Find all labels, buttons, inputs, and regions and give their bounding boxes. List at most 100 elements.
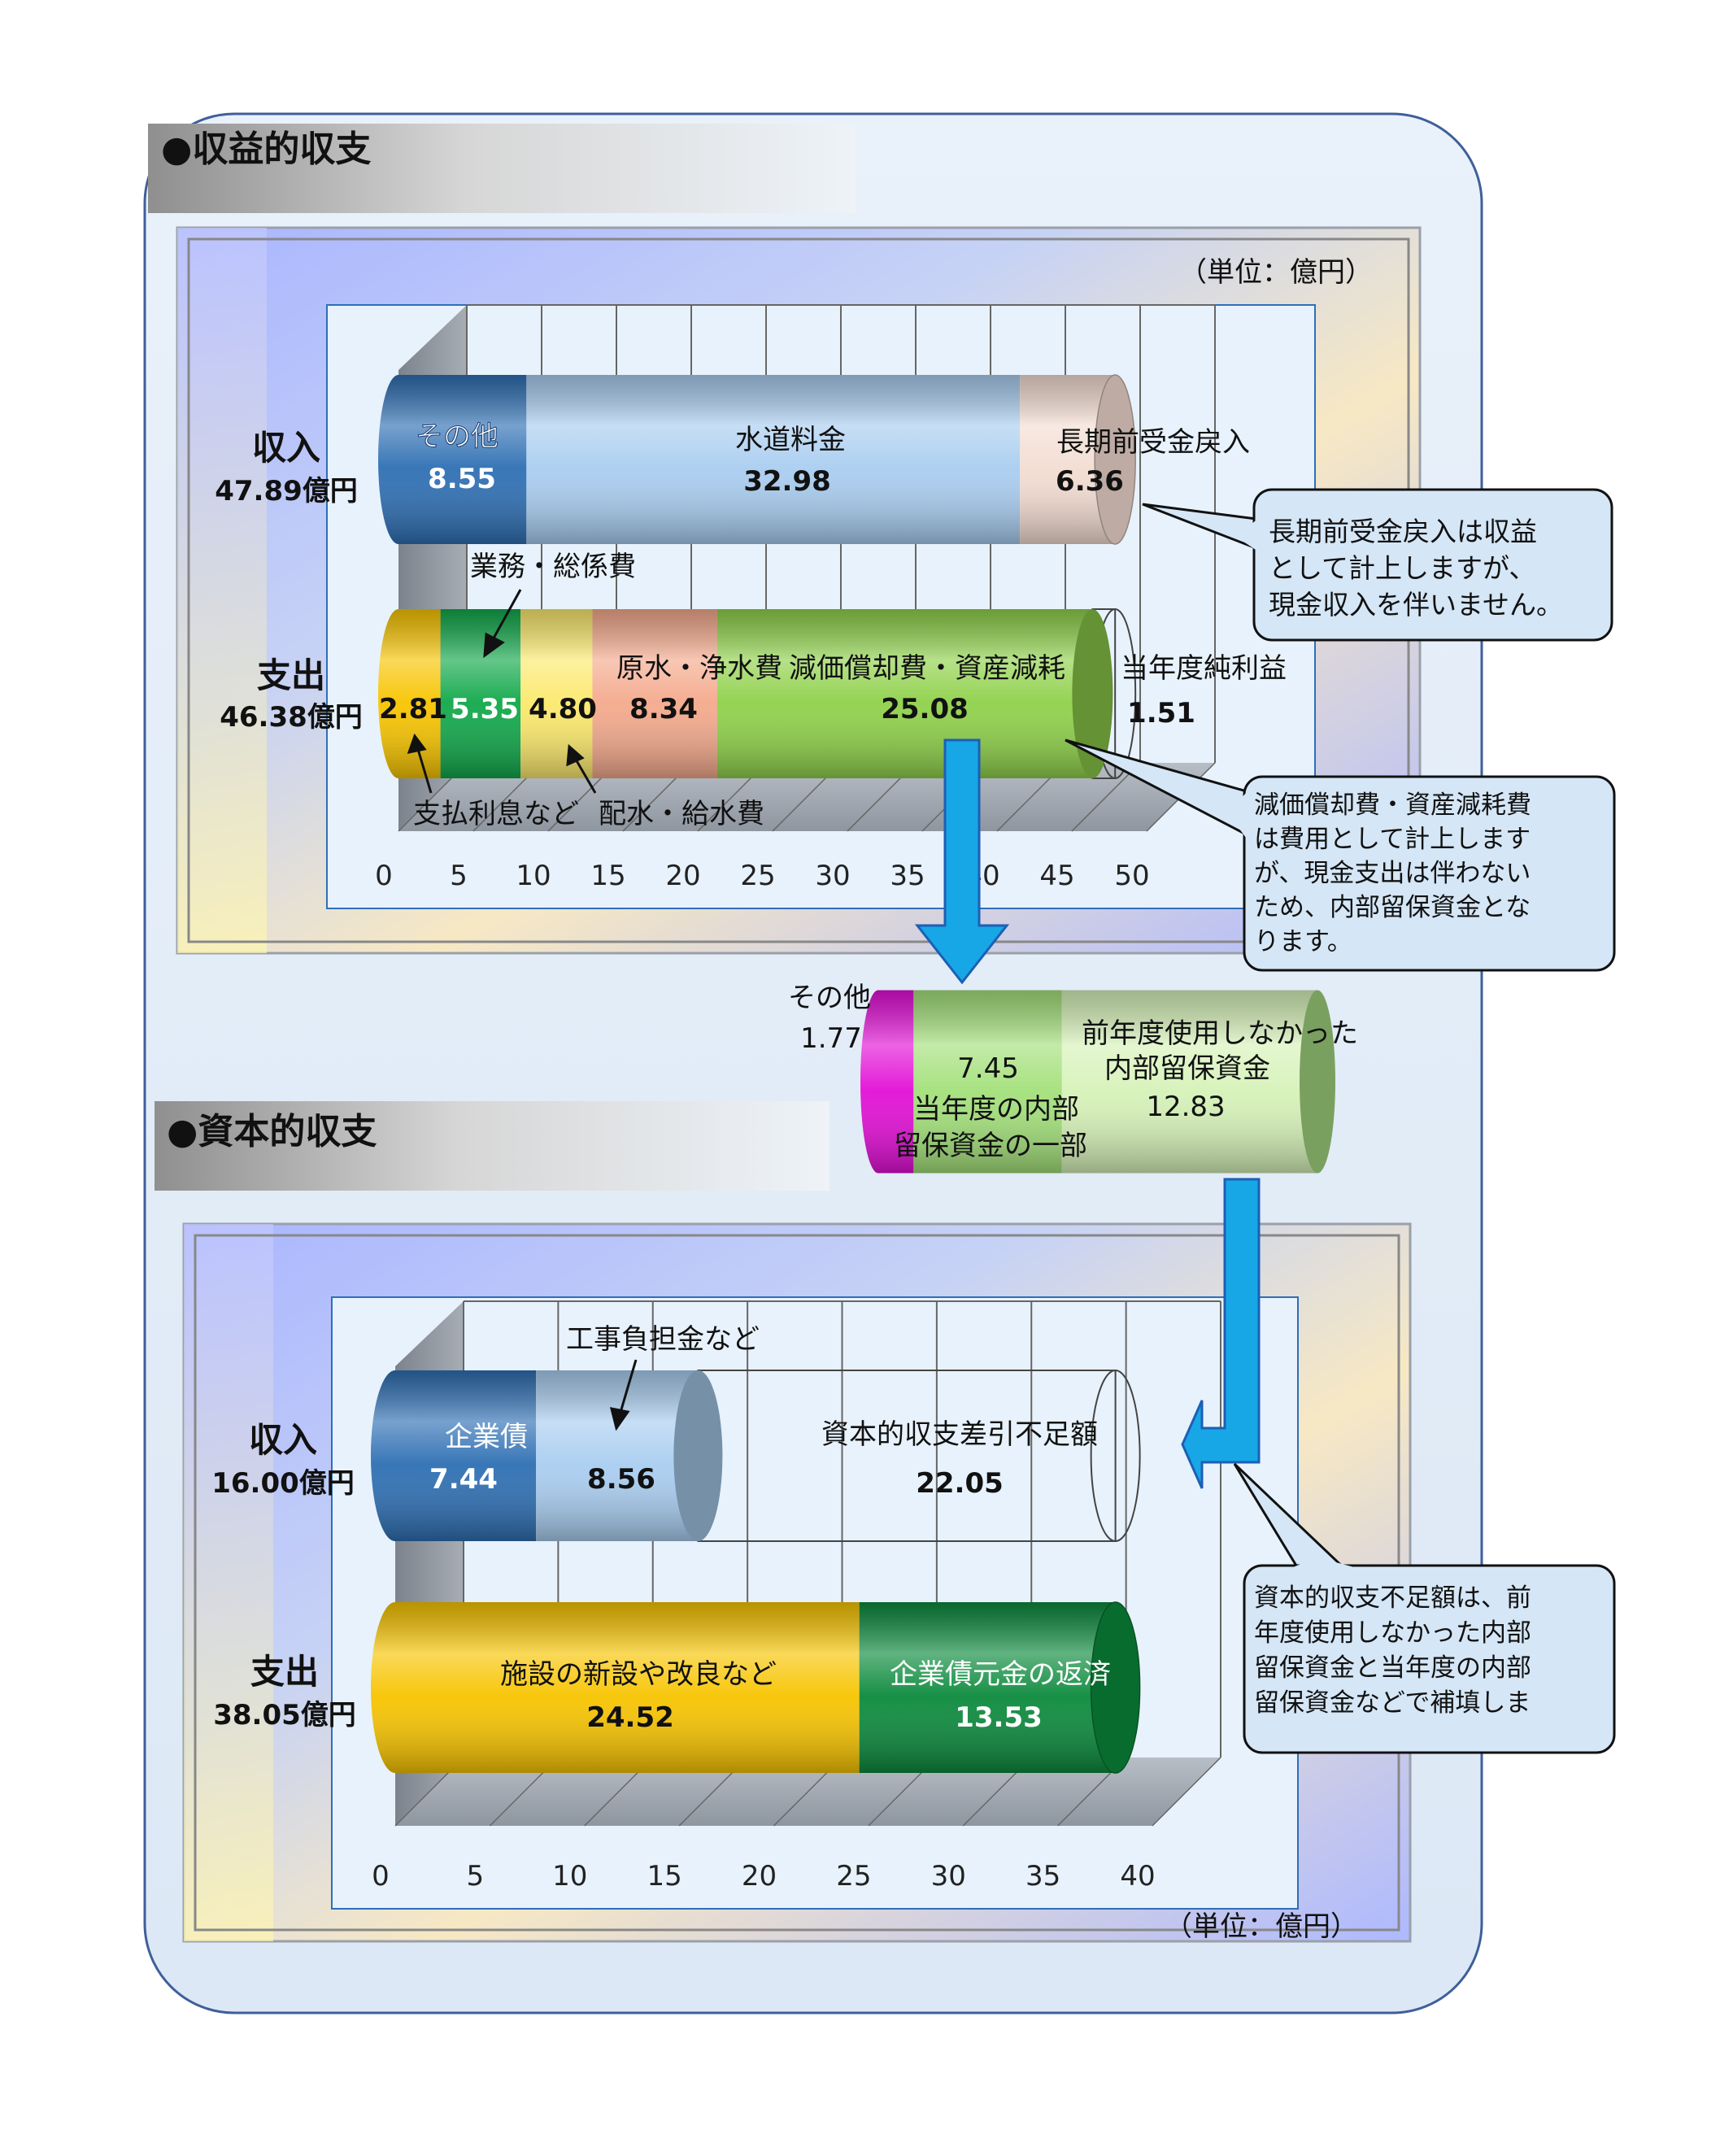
c2-tick-4: 20: [742, 1860, 777, 1892]
label-junrieki-value: 1.51: [1127, 697, 1195, 730]
c2-segment-labels: 企業債 7.44 工事負担金など 8.56 資本的収支差引不足額 22.05 施…: [429, 1323, 1111, 1734]
callout1-line1: 長期前受金戻入は収益: [1269, 516, 1537, 547]
reserve-other-value: 1.77: [800, 1022, 862, 1055]
reserve-labels: その他 1.77 7.45 当年度の内部 留保資金の一部 前年度使用しなかった …: [788, 982, 1358, 1162]
reserve-cap: [1300, 990, 1335, 1174]
reserve-seg-2: [1061, 990, 1317, 1174]
label-genka-name: 減価償却費・資産減耗: [789, 652, 1065, 685]
c1-tick-1: 5: [450, 860, 468, 892]
reserve-current-name: 当年度の内部: [913, 1093, 1079, 1126]
label-gensui-name: 原水・浄水費: [616, 652, 782, 685]
callout1-line2: として計上しますが、: [1269, 552, 1535, 584]
c1-tick-2: 10: [516, 860, 551, 892]
c1-tick-0: 0: [375, 860, 393, 892]
arrow-shiharai-head: [407, 733, 427, 755]
c2-bar-0-0: [371, 1370, 537, 1541]
c2-cat-expense-total: 38.05億円: [213, 1699, 356, 1731]
c2-tick-2: 10: [552, 1860, 587, 1892]
c1-bar-1-cap: [1072, 609, 1113, 778]
callout-depreciation: 減価償却費・資産減耗費 は費用として計上します が、現金支出は伴わない ため、内…: [1065, 738, 1616, 972]
label-sonota-name: その他: [416, 420, 499, 453]
flow-arrow-down[interactable]: [914, 738, 1010, 985]
c2-bar-0-cap: [673, 1370, 723, 1541]
label-kigyosai-value: 7.44: [429, 1463, 498, 1496]
callout3-line3: 留保資金と当年度の内部: [1254, 1653, 1531, 1683]
label-shisetsu-value: 24.52: [586, 1701, 674, 1734]
capital-title: ●資本的収支: [167, 1111, 377, 1152]
callout1-line3: 現金収入を伴いません。: [1269, 589, 1563, 621]
c1-cat-expense-total: 46.38億円: [220, 701, 363, 734]
arrow-koji: [618, 1359, 638, 1416]
flow-arrow-to-deficit[interactable]: [1181, 1178, 1261, 1489]
c1-bar-1-1: [440, 609, 521, 778]
label-genka-value: 25.08: [881, 693, 969, 725]
label-choki-name: 長期前受金戻入: [1056, 426, 1250, 459]
callout2-line3: が、現金支出は伴わない: [1254, 859, 1531, 888]
arrow-gyomu: [490, 589, 522, 643]
unit-label-top: （単位：億円）: [1179, 256, 1373, 289]
label-haisui-value: 4.80: [529, 693, 597, 725]
c2-tick-0: 0: [372, 1860, 390, 1892]
c1-bar-1-3: [592, 609, 717, 778]
c1-bar-1-2: [520, 609, 593, 778]
label-haisui-name: 配水・給水費: [599, 798, 764, 830]
reserve-previous-name2: 内部留保資金: [1104, 1052, 1270, 1085]
arrow-haisui: [573, 757, 597, 794]
capital-title-bar: [155, 1101, 830, 1191]
label-gyomu-value: 5.35: [451, 693, 519, 725]
c2-cat-expense-label: 支出: [250, 1652, 319, 1692]
callout2-line2: は費用として計上します: [1254, 825, 1531, 854]
reserve-seg-1: [913, 990, 1062, 1174]
callout2-line1: 減価償却費・資産減耗費: [1254, 791, 1531, 820]
label-henzai-value: 13.53: [955, 1701, 1043, 1734]
c1-tick-5: 25: [740, 860, 775, 892]
c1-tick-7: 35: [890, 860, 925, 892]
c2-tick-1: 5: [467, 1860, 485, 1892]
c1-cat-income-label: 収入: [252, 428, 320, 468]
callout2-line5: ります。: [1254, 927, 1352, 956]
callout3-line4: 留保資金などで補填しま: [1254, 1688, 1531, 1718]
c2-tick-6: 30: [931, 1860, 966, 1892]
callout3-line2: 年度使用しなかった内部: [1254, 1618, 1531, 1648]
label-gyomu-name: 業務・総係費: [470, 551, 636, 583]
c2-tick-5: 25: [836, 1860, 871, 1892]
c2-bar-1-1: [859, 1601, 1141, 1774]
label-henzai-name: 企業債元金の返済: [890, 1658, 1111, 1691]
label-kigyosai-name: 企業債: [445, 1421, 528, 1453]
label-suido-value: 32.98: [743, 465, 831, 498]
c2-tick-3: 15: [647, 1860, 681, 1892]
arrow-koji-head: [609, 1407, 630, 1431]
c1-bar-0-2: [1020, 374, 1136, 545]
callout-long-term: 長期前受金戻入は収益 として計上しますが、 現金収入を伴いません。: [1142, 488, 1613, 642]
label-suido-name: 水道料金: [735, 424, 846, 456]
callout2-line4: ため、内部留保資金とな: [1254, 893, 1531, 922]
reserve-cylinder: [860, 990, 1335, 1174]
label-shiharai-value: 2.81: [379, 693, 447, 725]
c2-cat-income-total: 16.00億円: [211, 1467, 355, 1500]
c2-floorline-8: [1152, 1757, 1221, 1827]
c2-bar-0-1: [536, 1370, 699, 1541]
label-gensui-value: 8.34: [629, 693, 698, 725]
c1-tick-6: 30: [815, 860, 850, 892]
c1-segment-labels: その他 8.55 水道料金 32.98 長期前受金戻入 6.36 業務・総係費 …: [379, 420, 1287, 831]
reserve-current-value: 7.45: [957, 1052, 1019, 1085]
label-shisetsu-name: 施設の新設や改良など: [500, 1658, 777, 1691]
revenue-title: ●収益的収支: [161, 128, 371, 170]
reserve-previous-value: 12.83: [1146, 1091, 1225, 1123]
c2-bar-1-0: [371, 1602, 860, 1773]
label-sonota-value: 8.55: [428, 463, 496, 495]
callout-capital: 資本的収支不足額は、前 年度使用しなかった内部 留保資金と当年度の内部 留保資金…: [1233, 1462, 1616, 1754]
c1-tick-9: 45: [1039, 860, 1074, 892]
revenue-chart-frame: [176, 226, 1422, 955]
c1-tick-3: 15: [590, 860, 625, 892]
label-fusoku-name: 資本的収支差引不足額: [821, 1418, 1098, 1451]
c2-cat-income-label: 収入: [249, 1420, 317, 1460]
c1-cat-income-total: 47.89億円: [215, 475, 358, 507]
arrow-haisui-head: [566, 743, 585, 767]
c1-bar-0-1: [526, 375, 1021, 544]
label-junrieki-name: 当年度純利益: [1121, 652, 1287, 685]
label-koji-name: 工事負担金など: [566, 1323, 760, 1356]
